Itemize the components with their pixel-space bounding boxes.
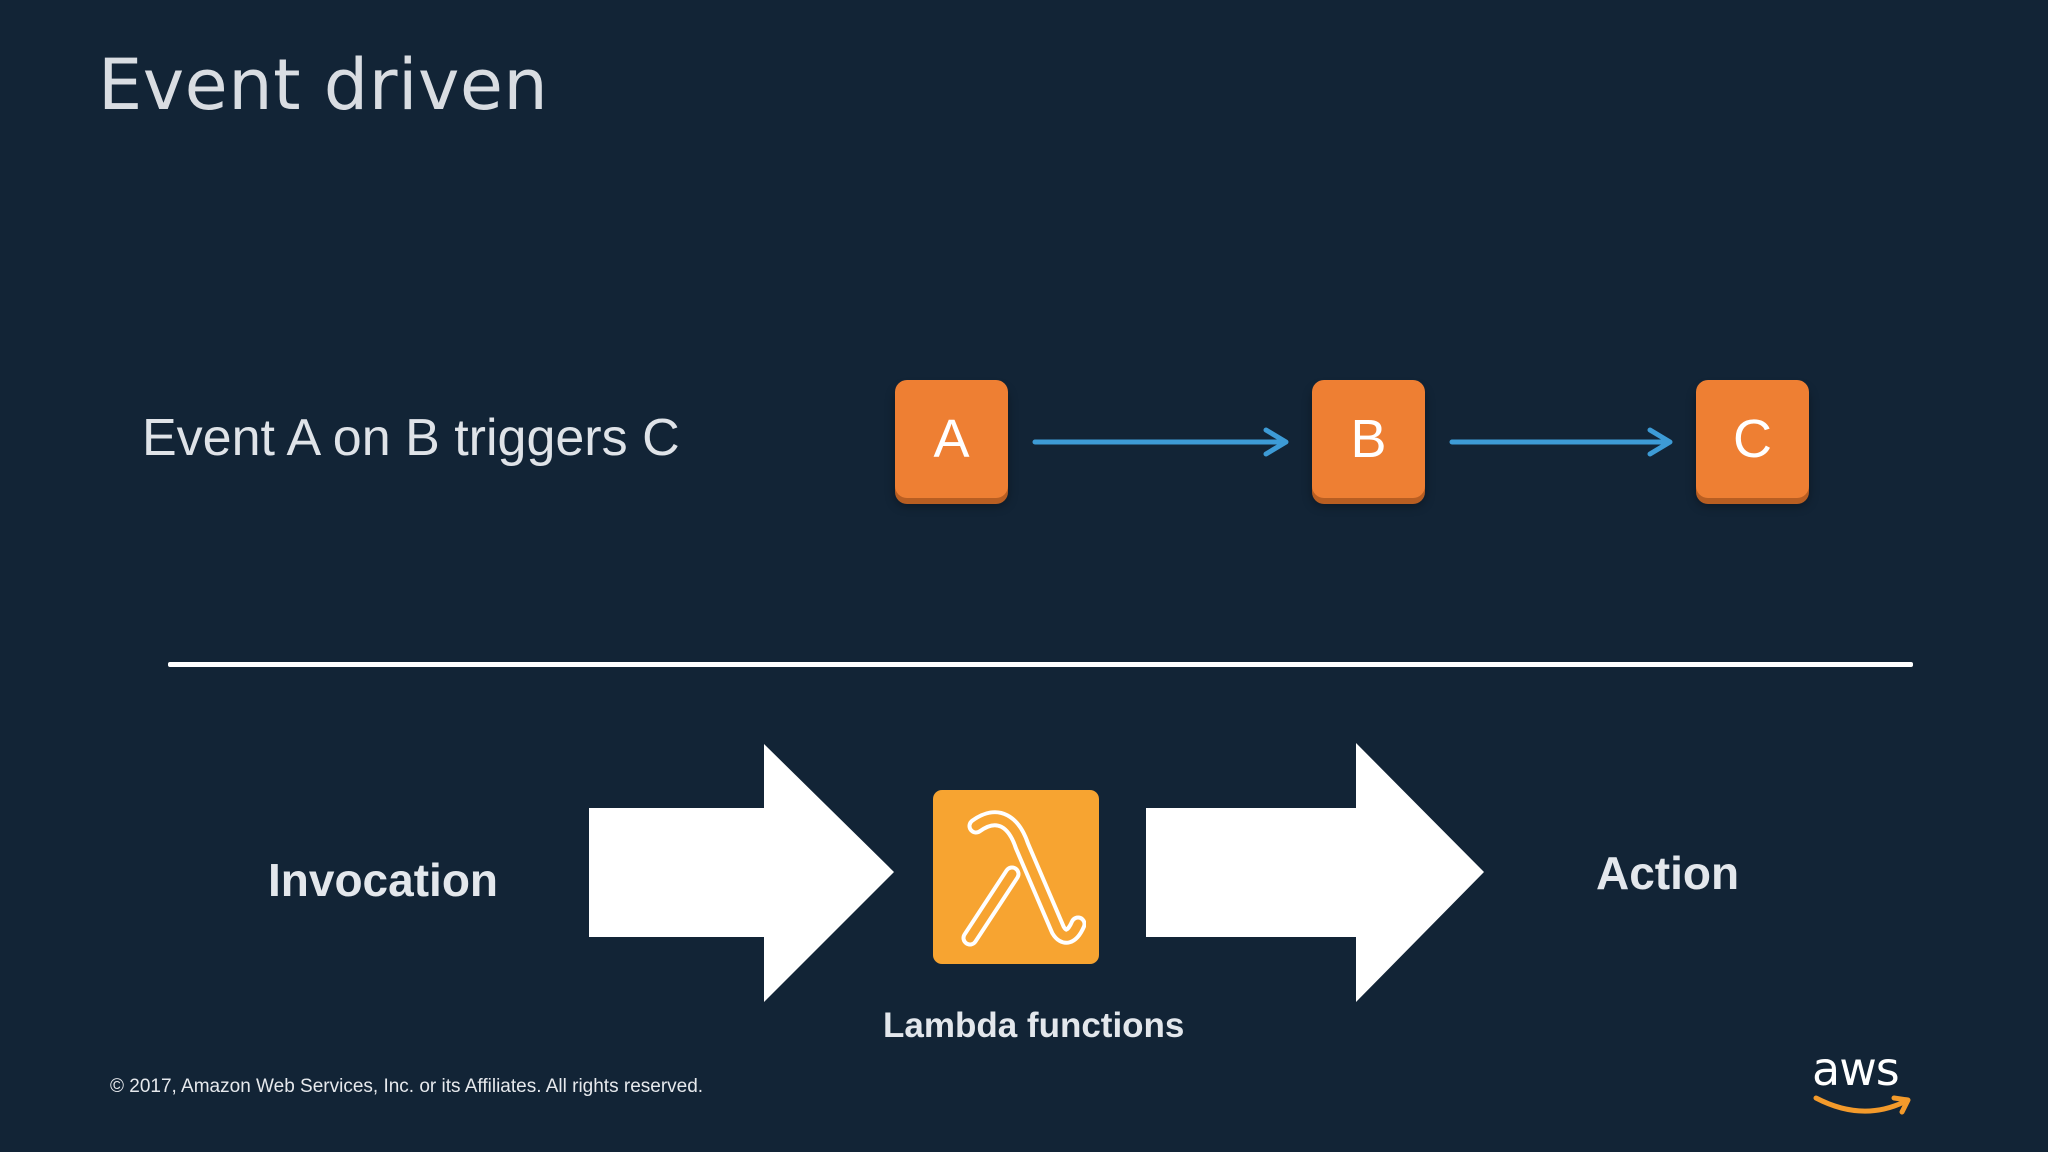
invocation-label: Invocation — [268, 854, 499, 906]
node-a: A — [895, 380, 1008, 498]
node-c: C — [1696, 380, 1809, 498]
aws-smile-icon — [1813, 1095, 1911, 1115]
invocation-arrow-icon — [589, 744, 894, 1002]
node-b: B — [1312, 380, 1425, 498]
aws-logo-text: aws — [1812, 1042, 1900, 1096]
slide-title: Event driven — [98, 44, 549, 126]
arrow-b-to-c — [1449, 427, 1673, 457]
aws-logo: aws — [1812, 1046, 1916, 1123]
action-arrow-icon — [1146, 743, 1484, 1002]
lambda-caption: Lambda functions — [883, 1006, 1185, 1045]
copyright-text: © 2017, Amazon Web Services, Inc. or its… — [110, 1076, 704, 1097]
event-statement: Event A on B triggers C — [142, 409, 680, 467]
section-divider — [168, 662, 1913, 667]
arrow-a-to-b — [1032, 427, 1289, 457]
action-label: Action — [1596, 847, 1740, 899]
lambda-icon — [933, 790, 1099, 964]
